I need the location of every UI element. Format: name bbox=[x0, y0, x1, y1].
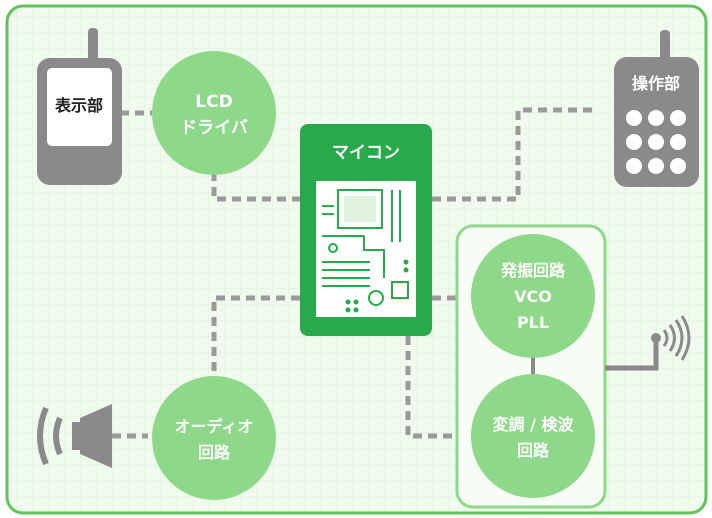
antenna-icon bbox=[605, 315, 691, 371]
modem-label-line2: 回路 bbox=[517, 441, 550, 460]
lcd-driver-label-line2: ドライバ bbox=[180, 118, 248, 138]
connectors bbox=[112, 107, 598, 439]
audio-label-line2: 回路 bbox=[198, 443, 231, 462]
operation-unit-label: 操作部 bbox=[632, 74, 680, 93]
speaker-icon bbox=[37, 404, 112, 468]
connector-mcu-operation bbox=[432, 107, 598, 202]
audio-label-line1: オーディオ bbox=[175, 417, 254, 436]
display-unit-label: 表示部 bbox=[54, 96, 103, 115]
connector-lcd-mcu bbox=[211, 172, 300, 202]
lcd-driver-label-line1: LCD bbox=[195, 92, 232, 112]
oscillator-label-line1: 発振回路 bbox=[500, 261, 566, 280]
connector-mcu-audio bbox=[211, 295, 300, 377]
lcd-driver-node bbox=[152, 51, 276, 175]
modem-label-line1: 変調 / 検波 bbox=[493, 415, 575, 434]
circuit-board-icon bbox=[316, 181, 416, 317]
oscillator-node bbox=[471, 234, 595, 358]
audio-node bbox=[152, 376, 276, 500]
modem-node bbox=[471, 374, 595, 498]
microcontroller-label: マイコン bbox=[332, 143, 400, 163]
mobile-phone-display-icon bbox=[37, 28, 122, 185]
oscillator-label-line2: VCO bbox=[514, 287, 552, 306]
connector-mcu-modem bbox=[405, 336, 466, 439]
oscillator-label-line3: PLL bbox=[517, 313, 549, 332]
mobile-phone-keypad-icon bbox=[614, 30, 699, 187]
